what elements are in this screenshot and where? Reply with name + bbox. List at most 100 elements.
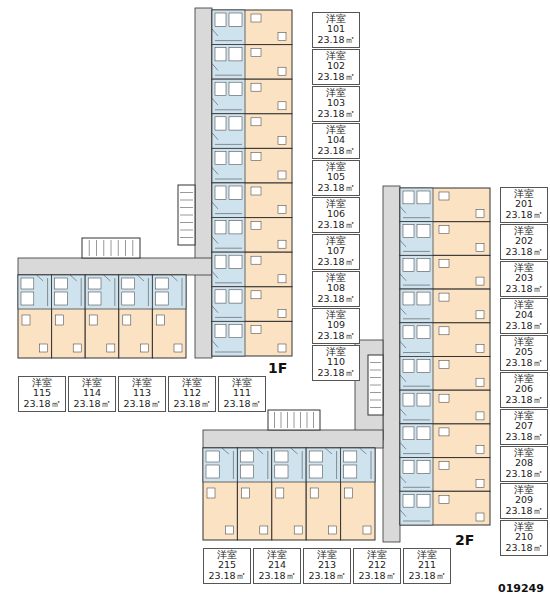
plan-shape: [229, 82, 242, 95]
plan-line: [370, 407, 381, 408]
room-label-text: 23.18㎡: [222, 399, 262, 409]
plan-line: [215, 75, 242, 76]
room-label-text: 23.18㎡: [316, 368, 356, 378]
plan-shape: [212, 148, 292, 183]
plan-line: [212, 133, 218, 140]
room-label-text: 112: [172, 388, 212, 398]
plan-shape: [400, 289, 433, 323]
plan-shape: [272, 448, 306, 540]
plan-shape: [417, 191, 430, 204]
plan-line: [212, 202, 218, 209]
plan-shape: [212, 183, 292, 218]
plan-shape: [400, 255, 433, 289]
plan-shape: [417, 360, 430, 373]
plan-shape: [251, 118, 261, 126]
room-label-text: 23.18㎡: [22, 399, 62, 409]
room-label-text: 101: [316, 24, 356, 34]
plan-shape: [52, 275, 86, 309]
plan-shape: [241, 488, 249, 498]
room-label-text: 206: [504, 384, 544, 394]
plan-shape: [476, 378, 484, 386]
plan-line: [47, 278, 48, 306]
room-label-text: 洋室: [504, 448, 544, 458]
plan-shape: [122, 278, 135, 289]
plan-shape: [229, 117, 242, 130]
plan-line: [180, 215, 193, 216]
plan-shape: [278, 33, 286, 41]
room-label-text: 102: [316, 61, 356, 71]
room-label-text: 23.18㎡: [407, 571, 447, 581]
plan-shape: [21, 292, 34, 305]
plan-shape: [119, 275, 153, 309]
room-label-box: 洋室21423.18㎡: [253, 548, 301, 584]
plan-shape: [400, 323, 433, 357]
plan-shape: [215, 48, 226, 61]
plan-shape: [155, 292, 168, 305]
plan-shape: [417, 326, 430, 339]
plan-shape: [85, 275, 119, 358]
plan-shape: [251, 152, 261, 160]
floor-label: 2F: [455, 532, 474, 548]
plan-line: [212, 29, 218, 36]
room-label-text: 洋室: [207, 550, 247, 560]
plan-shape: [400, 357, 433, 391]
plan-shape: [341, 448, 375, 482]
room-label-text: 103: [316, 98, 356, 108]
plan-shape: [215, 151, 226, 164]
room-label-text: 23.18㎡: [504, 395, 544, 405]
plan-shape: [251, 325, 261, 333]
plan-shape: [329, 526, 337, 534]
plan-line: [89, 240, 90, 256]
plan-shape: [215, 324, 226, 337]
room-label-text: 23.18㎡: [357, 571, 397, 581]
plan-shape: [82, 238, 140, 258]
plan-shape: [417, 494, 430, 507]
plan-line: [212, 271, 218, 278]
plan-line: [291, 448, 298, 454]
room-label-text: 113: [122, 388, 162, 398]
room-label-box: 洋室20823.18㎡: [500, 446, 548, 482]
plan-shape: [400, 424, 433, 458]
plan-line: [96, 240, 97, 256]
room-label-text: 212: [357, 560, 397, 570]
plan-line: [212, 167, 218, 174]
plan-shape: [403, 292, 414, 305]
plan-shape: [400, 289, 490, 323]
plan-shape: [439, 327, 449, 335]
plan-shape: [344, 465, 357, 478]
room-label-text: 23.18㎡: [307, 571, 347, 581]
plan-line: [212, 237, 218, 244]
plan-shape: [309, 451, 322, 462]
room-label-text: 23.18㎡: [207, 571, 247, 581]
plan-shape: [212, 114, 245, 149]
plan-shape: [439, 192, 449, 200]
plan-shape: [276, 488, 284, 498]
plan-line: [370, 400, 381, 401]
plan-line: [212, 340, 218, 347]
plan-shape: [278, 136, 286, 144]
plan-shape: [260, 526, 268, 534]
plan-shape: [215, 13, 226, 26]
plan-shape: [417, 461, 430, 474]
room-label-text: 洋室: [504, 189, 544, 199]
plan-line: [36, 275, 43, 281]
room-label-text: 202: [504, 236, 544, 246]
room-label-box: 洋室21323.18㎡: [303, 548, 351, 584]
room-label-text: 23.18㎡: [504, 284, 544, 294]
plan-shape: [203, 430, 383, 448]
room-label-text: 洋室: [122, 378, 162, 388]
room-label-text: 201: [504, 199, 544, 209]
room-label-text: 23.18㎡: [316, 72, 356, 82]
plan-shape: [212, 45, 292, 80]
plan-shape: [476, 479, 484, 487]
plan-shape: [212, 218, 292, 253]
room-label-text: 23.18㎡: [316, 146, 356, 156]
plan-shape: [278, 275, 286, 283]
plan-shape: [229, 290, 242, 303]
plan-shape: [251, 222, 261, 230]
plan-shape: [400, 491, 433, 525]
plan-line: [302, 451, 303, 479]
room-label-text: 23.18㎡: [504, 321, 544, 331]
plan-shape: [439, 462, 449, 470]
